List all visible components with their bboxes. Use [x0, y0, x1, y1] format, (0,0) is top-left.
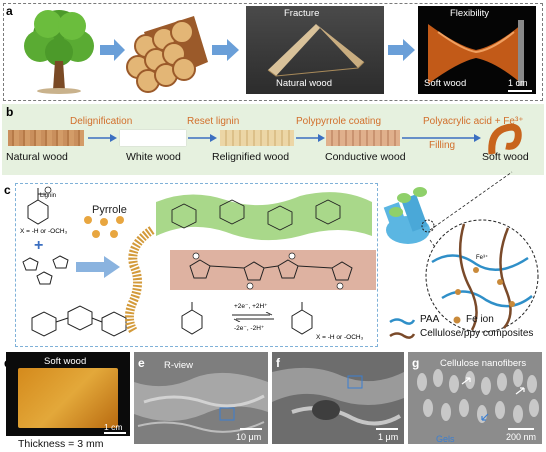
scale-bar-a: [508, 90, 532, 92]
natural-wood-label: Natural wood: [276, 78, 332, 89]
soft-wood-label: Soft wood: [424, 78, 467, 89]
plus-icon: +: [34, 237, 44, 254]
arrow-c-icon: [76, 256, 120, 278]
equilibrium-arrows-icon: [232, 312, 274, 322]
sem-e-image: [134, 352, 268, 444]
stage-soft-wood: Soft wood: [482, 151, 529, 163]
pyrrole-rings-structure: [22, 255, 69, 285]
nanofiber-arrows-icon: [461, 377, 525, 421]
legend-cellulose-ppy: Cellulose/ppy composites: [420, 328, 534, 339]
step-paa-fe: Polyacrylic acid + Fe³⁺: [423, 116, 524, 127]
natural-wood-slab: [8, 130, 84, 146]
redox-forward-label: +2e⁻, +2H⁺: [234, 303, 268, 310]
stage-conductive-wood: Conductive wood: [325, 151, 406, 163]
gels-label: Gels: [436, 434, 455, 444]
stage-relignified-wood: Relignified wood: [212, 151, 290, 163]
legend-paa: PAA: [420, 314, 440, 325]
logs-illustration: [126, 16, 208, 93]
pyrrole-balls-icon: [84, 216, 124, 238]
x-definition-2: X = -H or -OCH₃: [316, 334, 364, 341]
panel-f-label: f: [276, 356, 280, 370]
panel-a-frame: [3, 3, 543, 101]
arrow-a3-icon: [388, 39, 415, 61]
soft-wood-photo: Soft wood 1 cm: [6, 352, 130, 436]
arrow-b3-icon: [296, 134, 325, 142]
legend-fe-ion: Fe ion: [466, 314, 494, 325]
lignin-oxidized-structure: [291, 302, 313, 335]
panel-c-label: c: [4, 183, 11, 197]
step-delignification: Delignification: [70, 116, 133, 127]
thickness-label: Thickness = 3 mm: [18, 438, 104, 450]
paa-network-circle: [425, 219, 539, 333]
lignin-label-1: Lignin: [40, 193, 57, 199]
lignin-reduced-structure: [181, 302, 203, 335]
natural-wood-photo: Fracture Natural wood: [246, 6, 384, 94]
panel-e-label: e: [138, 356, 145, 370]
soft-wood-flex-photo: Flexibility Soft wood 1 cm: [418, 6, 536, 94]
scale-label-f: 1 μm: [378, 432, 399, 442]
sem-f-image: [272, 352, 404, 444]
pyrrole-label: Pyrrole: [92, 204, 127, 216]
panel-a-label: a: [6, 4, 13, 18]
white-wood-slab: [120, 130, 186, 146]
panel-b-label: b: [6, 105, 14, 119]
soft-wood-curl-icon: [488, 123, 522, 155]
scale-bar-g: [508, 428, 534, 430]
arrow-b1-icon: [88, 134, 117, 142]
flexibility-label: Flexibility: [450, 8, 490, 19]
stage-white-wood: White wood: [126, 151, 181, 163]
tree-canopy-icon: [24, 10, 94, 66]
arrow-b2-icon: [188, 134, 217, 142]
lignin-monomer-structure: [27, 186, 52, 225]
scale-bar-f: [376, 428, 398, 430]
cellulose-chain-band: [156, 192, 372, 241]
paa-legend-swatch: [389, 318, 416, 325]
sem-g-image: [408, 352, 542, 444]
fracture-label: Fracture: [284, 8, 320, 19]
r-view-label: R-view: [164, 360, 194, 371]
soft-wood-title-d: Soft wood: [44, 356, 87, 367]
scale-label-g: 200 nm: [506, 432, 537, 442]
x-definition-1: X = -H or -OCH₃: [20, 228, 68, 235]
scale-label-e: 10 μm: [236, 432, 262, 442]
scale-bar-d: [104, 432, 126, 434]
fe-ion-legend-swatch: [453, 316, 461, 324]
redox-reverse-label: -2e⁻, -2H⁺: [234, 325, 265, 332]
scale-label-d: 1 cm: [104, 422, 123, 432]
step-reset-lignin: Reset lignin: [187, 116, 240, 127]
step-filling: Filling: [429, 140, 456, 151]
arrow-b4-icon: [402, 134, 481, 142]
tree-illustration: [24, 10, 94, 94]
scale-bar-e: [240, 428, 262, 430]
cellulose-nanofibers-label: Cellulose nanofibers: [440, 358, 527, 369]
step-polypyrrole: Polypyrrole coating: [296, 116, 382, 127]
scale-label-a: 1 cm: [508, 78, 528, 88]
tree-trunk-icon: [53, 61, 65, 90]
soft-wood-sample: [18, 368, 118, 428]
cellulose-structure: [31, 305, 127, 337]
panel-c-frame: [15, 183, 378, 347]
fe-ion-label: Fe³⁺: [476, 255, 489, 261]
arrow-a1-icon: [100, 39, 125, 61]
polypyrrole-chain-band: [170, 250, 376, 290]
panel-g-label: g: [412, 356, 420, 370]
cellulose-ppy-legend-swatch: [389, 332, 416, 339]
fiber-bundle-icon: [383, 187, 435, 244]
relignified-wood-slab: [220, 130, 294, 146]
stage-natural-wood: Natural wood: [6, 151, 68, 163]
conductive-wood-slab: [326, 130, 400, 146]
arrow-a2-icon: [212, 39, 239, 61]
